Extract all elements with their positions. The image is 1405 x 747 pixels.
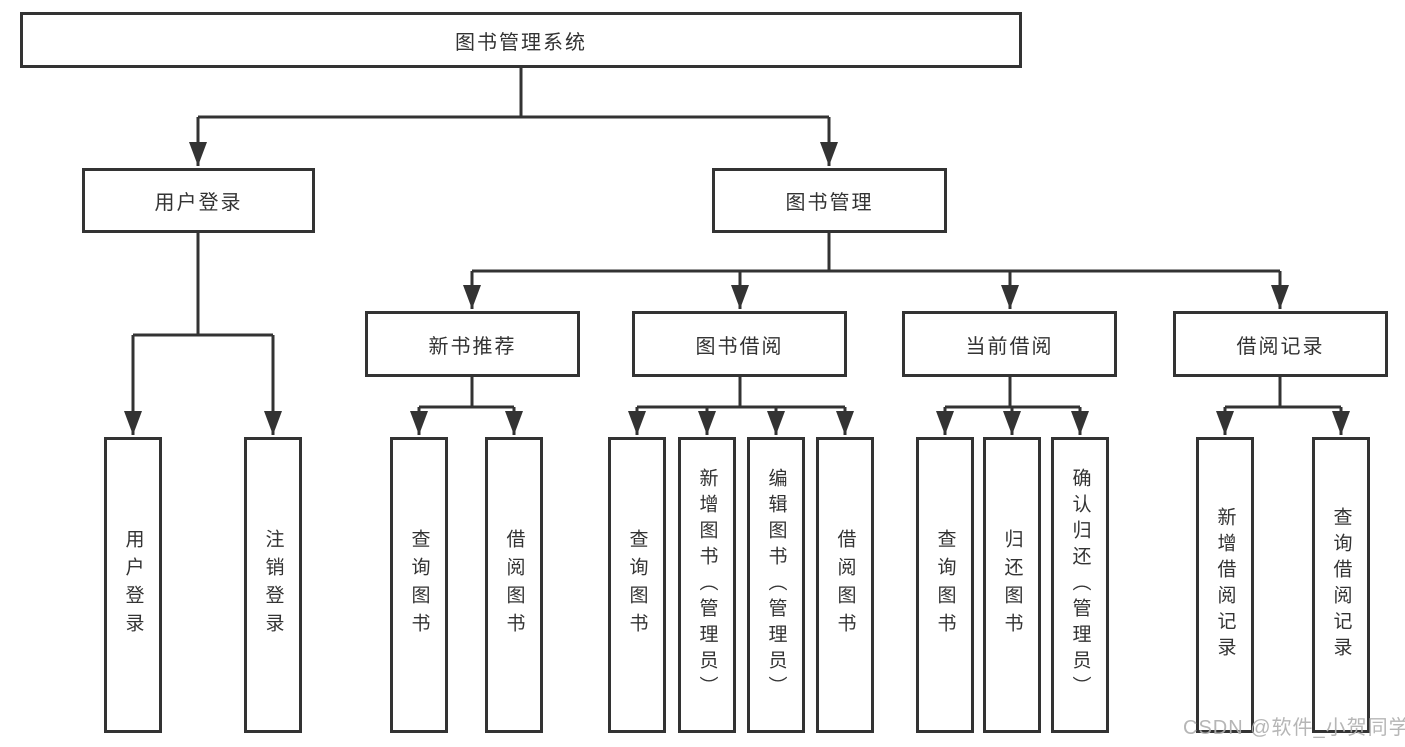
node-user-login: 用户登录 bbox=[82, 168, 315, 233]
csdn-watermark: CSDN @软件_小贺同学 bbox=[1183, 717, 1405, 739]
leaf-add-borrow-record: 新增借阅记录 bbox=[1196, 437, 1254, 733]
leaf-recommend-borrow-books: 借阅图书 bbox=[485, 437, 543, 733]
leaf-confirm-return-admin: 确认归还（管理员） bbox=[1051, 437, 1109, 733]
node-borrow-record: 借阅记录 bbox=[1173, 311, 1388, 377]
node-new-book-recommend: 新书推荐 bbox=[365, 311, 580, 377]
leaf-recommend-query-books: 查询图书 bbox=[390, 437, 448, 733]
node-current-borrow: 当前借阅 bbox=[902, 311, 1117, 377]
leaf-add-books-admin: 新增图书（管理员） bbox=[678, 437, 736, 733]
leaf-borrow-books: 借阅图书 bbox=[816, 437, 874, 733]
leaf-edit-books-admin: 编辑图书（管理员） bbox=[747, 437, 805, 733]
leaf-user-login: 用户登录 bbox=[104, 437, 162, 733]
leaf-return-books: 归还图书 bbox=[983, 437, 1041, 733]
node-book-borrow: 图书借阅 bbox=[632, 311, 847, 377]
leaf-query-borrow-record: 查询借阅记录 bbox=[1312, 437, 1370, 733]
leaf-current-query-books: 查询图书 bbox=[916, 437, 974, 733]
leaf-logout: 注销登录 bbox=[244, 437, 302, 733]
leaf-borrow-query-books: 查询图书 bbox=[608, 437, 666, 733]
node-book-management: 图书管理 bbox=[712, 168, 947, 233]
node-library-management-system: 图书管理系统 bbox=[20, 12, 1022, 68]
